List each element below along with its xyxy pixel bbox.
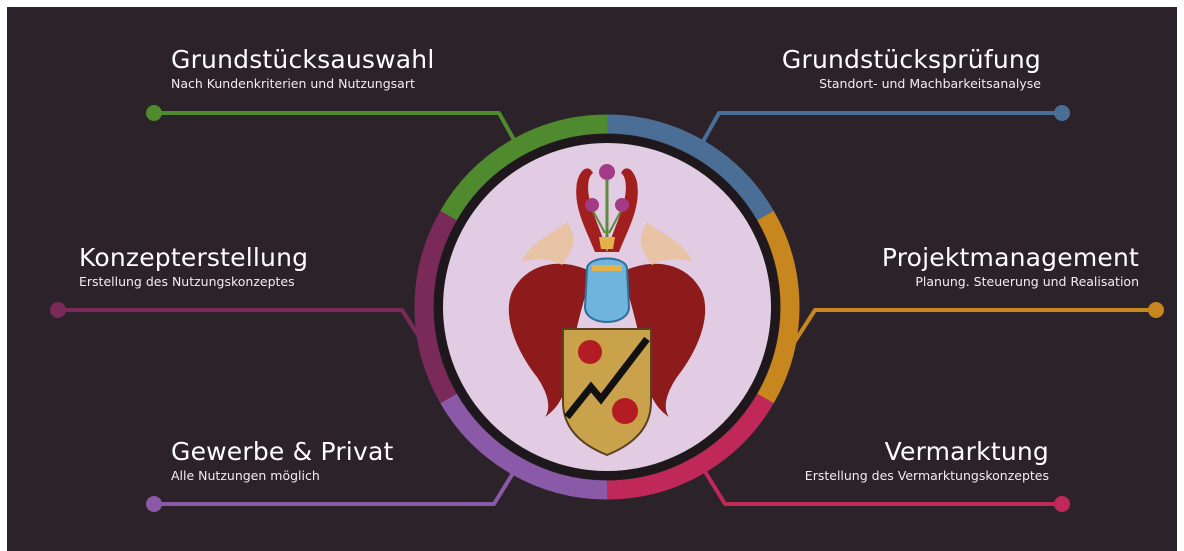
node-subtitle: Alle Nutzungen möglich [171, 467, 393, 485]
connector-grundstuecksauswahl [154, 113, 518, 147]
node-vermarktung: Vermarktung Erstellung des Vermarktungsk… [805, 437, 1049, 485]
node-title: Konzepterstellung [79, 243, 308, 273]
helmet-band [592, 265, 622, 271]
node-title: Grundstücksprüfung [782, 45, 1041, 75]
thistle-right [615, 198, 629, 212]
node-subtitle: Erstellung des Vermarktungskonzeptes [805, 467, 1049, 485]
connector-projektmanagement [792, 310, 1156, 346]
node-subtitle: Planung. Steuerung und Realisation [882, 273, 1139, 291]
node-projektmanagement: Projektmanagement Planung. Steuerung und… [882, 243, 1139, 291]
dot-vermarktung [1054, 496, 1070, 512]
shield-beast-bottom [612, 398, 638, 424]
crest-gold [599, 237, 615, 249]
connector-grundstueckspruefung [700, 113, 1062, 147]
thistle-left [585, 198, 599, 212]
dot-konzepterstellung [50, 302, 66, 318]
dot-grundstuecksauswahl [146, 105, 162, 121]
node-title: Gewerbe & Privat [171, 437, 393, 467]
dot-gewerbe-privat [146, 496, 162, 512]
node-title: Grundstücksauswahl [171, 45, 434, 75]
node-subtitle: Erstellung des Nutzungskonzeptes [79, 273, 308, 291]
node-title: Projektmanagement [882, 243, 1139, 273]
connector-konzepterstellung [58, 310, 425, 346]
shield-beast-top [578, 340, 602, 364]
node-title: Vermarktung [805, 437, 1049, 467]
node-gewerbe-privat: Gewerbe & Privat Alle Nutzungen möglich [171, 437, 393, 485]
node-grundstueckspruefung: Grundstücksprüfung Standort- und Machbar… [782, 45, 1041, 93]
diagram-canvas: Grundstücksauswahl Nach Kundenkriterien … [7, 7, 1177, 551]
node-subtitle: Nach Kundenkriterien und Nutzungsart [171, 75, 434, 93]
node-grundstuecksauswahl: Grundstücksauswahl Nach Kundenkriterien … [171, 45, 434, 93]
dot-projektmanagement [1148, 302, 1164, 318]
node-konzepterstellung: Konzepterstellung Erstellung des Nutzung… [79, 243, 308, 291]
node-subtitle: Standort- und Machbarkeitsanalyse [782, 75, 1041, 93]
dot-grundstueckspruefung [1054, 105, 1070, 121]
thistle-top [599, 164, 615, 180]
